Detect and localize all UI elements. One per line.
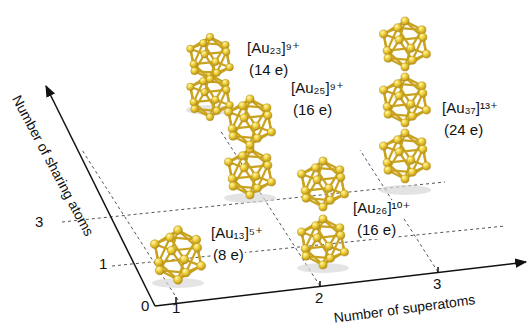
cluster-shadows [152,105,431,288]
tick-label: 1 [171,300,181,317]
cluster-label: [Au₂₆]¹⁰⁺ [352,200,411,217]
axis-title: Number of superatoms [332,292,477,326]
tick-label: 3 [34,214,44,231]
gold-clusters [150,17,430,284]
cluster-label: [Au₂₅]⁹⁺ [290,80,345,97]
tick-label: 1 [98,256,108,273]
cluster-label: (8 e) [212,247,245,264]
grid-dashes [62,130,505,300]
tick-label: 2 [314,290,324,307]
cluster-label: (14 e) [248,62,289,79]
cluster-label: [Au₁₃]⁵⁺ [210,225,264,242]
cluster-label: (16 e) [292,102,333,119]
cluster-label: (16 e) [356,222,397,239]
tick-label: 0 [140,298,150,315]
axis-title: Number of sharing atoms [8,92,96,240]
axes [46,86,526,306]
tick-label: 3 [432,276,442,293]
cluster-label: [Au₂₃]⁹⁺ [246,40,301,57]
cluster-label: (24 e) [443,122,484,139]
cluster-label: [Au₃₇]¹³⁺ [441,100,499,117]
